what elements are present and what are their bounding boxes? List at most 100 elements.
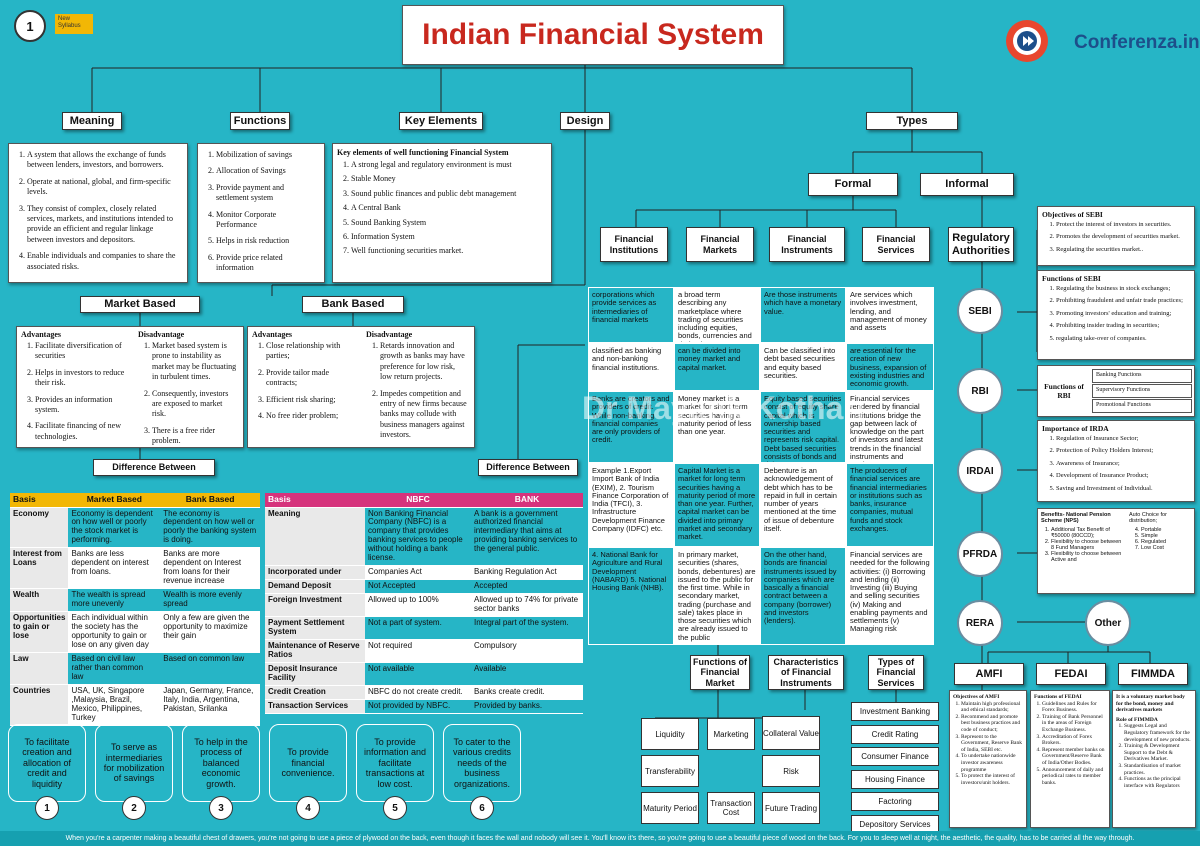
table-cell: Law [10, 652, 69, 685]
header-informal: Informal [920, 173, 1014, 196]
meaning-box: A system that allows the exchange of fun… [8, 143, 188, 283]
irda-list: Regulation of Insurance Sector;Protectio… [1038, 433, 1194, 501]
page-title: Indian Financial System [422, 18, 764, 51]
rbi-function-item: Promotional Functions [1092, 399, 1192, 413]
fedai-item: Represent member banks on Government/Res… [1042, 747, 1106, 767]
header-functions: Functions [230, 112, 290, 130]
bank-adv-item: No free rider problem; [266, 411, 356, 421]
market-dis-item: Market based system is prone to instabil… [152, 341, 237, 383]
fimmda-item: Training & Development Support to the De… [1124, 743, 1192, 763]
rbi-function-item: Supervisory Functions [1092, 384, 1192, 398]
fm-function-cell: Transaction Cost [707, 792, 755, 824]
table-cell: Banks are less dependent on interest fro… [68, 547, 161, 590]
formal-grid-cell: Financial services rendered by financial… [846, 391, 934, 463]
formal-grid-cell: Are those instruments which have a monet… [760, 287, 846, 343]
table-cell: Not provided by NBFC. [365, 699, 471, 714]
formal-head: Financial Institutions [600, 227, 668, 262]
table-cell: Not available [365, 662, 471, 686]
key-element-item: Stable Money [351, 174, 545, 184]
table-header-cell: NBFC [365, 493, 471, 508]
key-element-item: A Central Bank [351, 203, 545, 213]
fimmda-item: Suggests Legal and Regulatory framework … [1124, 723, 1192, 743]
amfi-item: To undertake nationwide investor awarene… [961, 753, 1023, 773]
objective-box: To help in the process of balanced econo… [182, 724, 260, 802]
table-cell: Foreign Investment [265, 593, 365, 618]
table-cell: Wealth [10, 588, 69, 613]
bank-based-box: Advantages Close relationship with parti… [247, 326, 475, 448]
formal-grid-cell: are essential for the creation of new bu… [846, 343, 934, 391]
fimmda-list: Suggests Legal and Regulatory framework … [1116, 723, 1192, 789]
market-adv-item: Helps in investors to reduce their risk. [35, 368, 128, 389]
header-design: Design [560, 112, 610, 130]
market-based-box: Advantages Facilitate diversification of… [16, 326, 244, 448]
key-element-item: Sound Banking System [351, 218, 545, 228]
formal-grid-cell: Financial services are needed for the fo… [846, 547, 934, 645]
table-cell: Payment Settlement System [265, 616, 365, 640]
formal-grid-cell: can be divided into money market and cap… [674, 343, 760, 391]
objective-box: To provide financial convenience. [269, 724, 347, 802]
table-cell: Provided by banks. [471, 699, 583, 714]
amfi-list: Maintain high professional and ethical s… [953, 701, 1023, 787]
objective-number: 2 [122, 796, 146, 820]
table-cell: Interest from Loans [10, 547, 69, 590]
table-cell: Maintenance of Reserve Ratios [265, 639, 365, 663]
table-cell: Allowed up to 74% for private sector ban… [471, 593, 583, 618]
fm-function-cell: Liquidity [641, 718, 699, 750]
table-header-cell: BANK [471, 493, 583, 508]
header-types: Types [866, 112, 958, 130]
regulatory-node-rera: RERA [957, 600, 1003, 646]
key-element-item: A strong legal and regulatory environmen… [351, 160, 545, 170]
table-cell: Banks create credit. [471, 685, 583, 700]
sebi-function-item: Prohibiting insider trading in securitie… [1056, 322, 1188, 330]
header-difference-2: Difference Between [478, 459, 578, 476]
sebi-objective-item: Regulating the securities market.. [1056, 246, 1188, 254]
formal-grid-cell: Money market is a market for short term … [674, 391, 760, 463]
fs-type-item: Investment Banking [851, 702, 939, 721]
table-cell: Opportunities to gain or lose [10, 611, 69, 653]
table-cell: A bank is a government authorized financ… [471, 507, 583, 567]
function-item: Mobilization of savings [216, 150, 318, 160]
fs-type-item: Consumer Finance [851, 747, 939, 766]
formal-grid-cell: Debenture is an acknowledgement of debt … [760, 463, 846, 547]
key-elements-list: A strong legal and regulatory environmen… [333, 157, 551, 265]
page-number: 1 [26, 18, 34, 34]
sebi-objectives-title: Objectives of SEBI [1042, 210, 1103, 219]
formal-grid-cell: corporations which provide services as i… [588, 287, 674, 343]
table-cell: Compulsory [471, 639, 583, 663]
auto-choice-item: Low Cost [1141, 545, 1191, 551]
fm-function-cell: Future Trading [762, 792, 820, 824]
nps-box: Benefits- National Pension Scheme (NPS) … [1037, 508, 1195, 594]
rbi-function-item: Banking Functions [1092, 369, 1192, 383]
table-cell: Demand Deposit [265, 579, 365, 595]
key-elements-title: Key elements of well functioning Financi… [337, 148, 509, 157]
table-cell: Wealth is more evenly spread [160, 588, 260, 613]
meaning-item: Enable individuals and companies to shar… [27, 251, 181, 272]
fimmda-role-title: Role of FIMMDA [1116, 716, 1158, 723]
fs-type-item: Factoring [851, 792, 939, 811]
regulatory-node-irdai: IRDAI [957, 448, 1003, 494]
table-header-cell: Basis [265, 493, 365, 508]
formal-head: Financial Markets [686, 227, 754, 262]
amfi-item: Recommend and promote best business prac… [961, 714, 1023, 734]
bank-dis-title: Disadvantage [365, 330, 413, 339]
regulatory-node-pfrda: PFRDA [957, 531, 1003, 577]
bank-adv-item: Efficient risk sharing; [266, 395, 356, 405]
table-cell: Credit Creation [265, 685, 365, 700]
nps-list: Additional Tax Benefit of ₹50000 (80CCD)… [1041, 527, 1123, 563]
formal-grid: corporations which provide services as i… [588, 287, 938, 645]
sebi-objective-item: Protect the interest of investors in sec… [1056, 221, 1188, 229]
fedai-list: Guidelines and Rules for Forex Business.… [1034, 701, 1106, 787]
objective-number: 4 [296, 796, 320, 820]
table-header-cell: Market Based [68, 493, 161, 508]
objective-box: To provide information and facilitate tr… [356, 724, 434, 802]
table-cell: Economy [10, 507, 69, 549]
formal-grid-cell: In primary market, securities (shares, b… [674, 547, 760, 645]
brand-logo-icon [1004, 18, 1050, 64]
